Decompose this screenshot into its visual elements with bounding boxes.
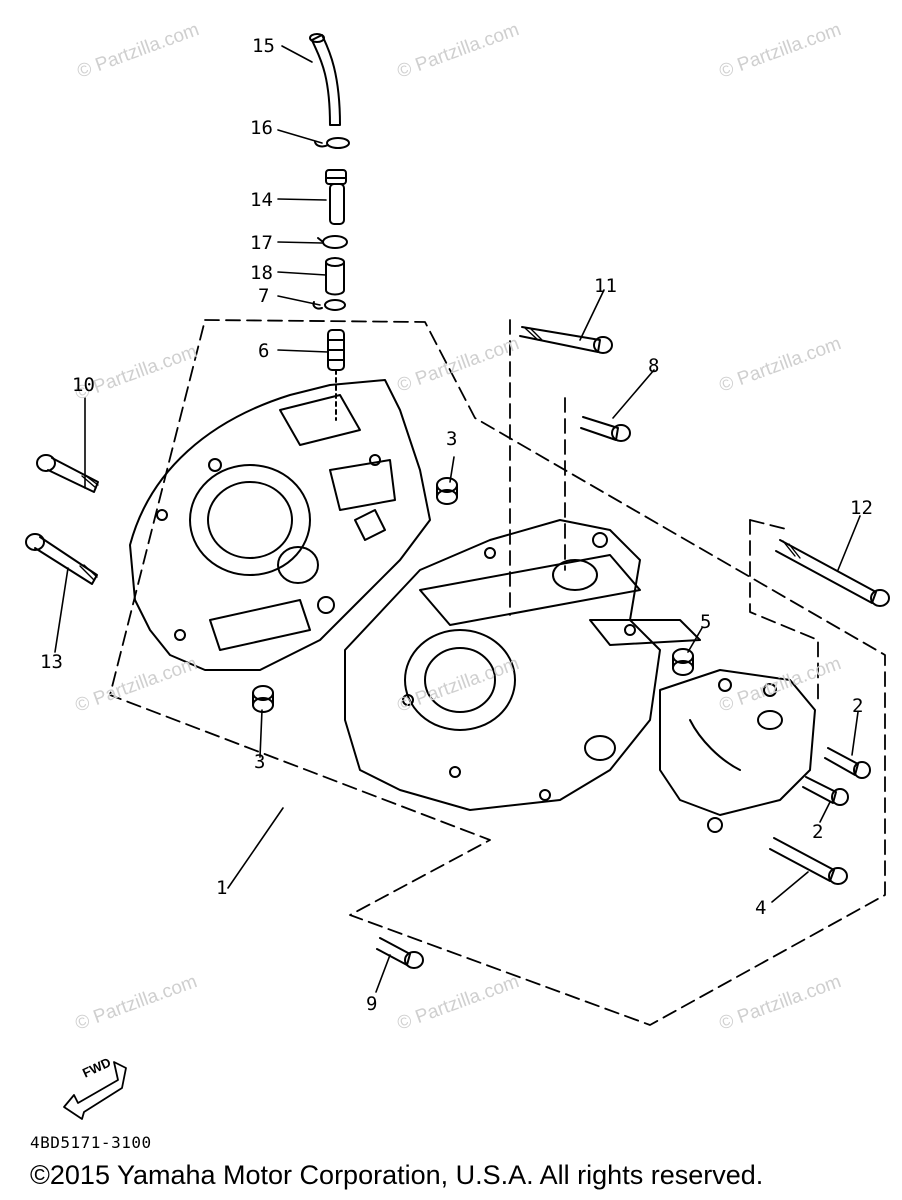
dowel-3-upper xyxy=(436,477,458,505)
watermark: © Partzilla.com xyxy=(717,653,844,717)
diagram-code: 4BD5171-3100 xyxy=(30,1133,152,1152)
bolt-10 xyxy=(36,454,99,493)
part-label: 6 xyxy=(258,340,269,362)
left-crankcase xyxy=(129,379,431,671)
clamp-part xyxy=(317,235,348,249)
bolt-9 xyxy=(376,937,424,969)
assembly-outline xyxy=(109,319,886,1026)
part-label: 13 xyxy=(40,651,63,673)
right-crankcase xyxy=(344,519,701,811)
watermark: © Partzilla.com xyxy=(73,971,200,1035)
hose-part xyxy=(309,33,341,126)
case-cover xyxy=(659,669,816,833)
watermark: © Partzilla.com xyxy=(717,333,844,397)
watermark: © Partzilla.com xyxy=(395,19,522,83)
fitting-part xyxy=(325,169,347,225)
part-label: 3 xyxy=(254,751,265,773)
part-label: 12 xyxy=(850,497,873,519)
watermark: © Partzilla.com xyxy=(395,333,522,397)
clip-part-16 xyxy=(314,137,350,149)
part-label: 11 xyxy=(594,275,617,297)
watermark: © Partzilla.com xyxy=(395,653,522,717)
watermark: © Partzilla.com xyxy=(717,971,844,1035)
part-label: 15 xyxy=(252,35,275,57)
part-label: 14 xyxy=(250,189,273,211)
bolt-13 xyxy=(25,533,98,585)
part-label: 17 xyxy=(250,232,273,254)
part-label: 8 xyxy=(648,355,659,377)
part-label: 2 xyxy=(852,695,863,717)
part-label: 4 xyxy=(755,897,766,919)
part-label: 2 xyxy=(812,821,823,843)
fwd-arrow-icon xyxy=(63,1061,127,1120)
bolt-4 xyxy=(769,837,848,885)
part-label: 7 xyxy=(258,285,269,307)
part-label: 18 xyxy=(250,262,273,284)
bolt-8 xyxy=(580,416,631,442)
dowel-3-lower xyxy=(252,685,274,713)
copyright-notice: ©2015 Yamaha Motor Corporation, U.S.A. A… xyxy=(30,1160,764,1190)
breather-fitting-part xyxy=(327,329,345,421)
part-label: 10 xyxy=(72,374,95,396)
watermarks: © Partzilla.com © Partzilla.com © Partzi… xyxy=(73,19,844,1035)
watermark: © Partzilla.com xyxy=(717,19,844,83)
leader-lines xyxy=(54,45,861,993)
dowel-5 xyxy=(672,648,694,676)
part-label: 16 xyxy=(250,117,273,139)
watermark: © Partzilla.com xyxy=(395,971,522,1035)
part-labels: 15 16 14 17 18 7 6 10 11 8 3 12 13 5 2 3… xyxy=(40,35,873,1015)
watermark: © Partzilla.com xyxy=(73,653,200,717)
bolt-12 xyxy=(775,539,890,607)
bolt-11 xyxy=(519,326,613,354)
part-label: 5 xyxy=(700,611,711,633)
bolt-2b xyxy=(802,776,849,806)
part-label: 9 xyxy=(366,993,377,1015)
bolt-2a xyxy=(824,747,871,779)
watermark: © Partzilla.com xyxy=(75,19,202,83)
part-label: 1 xyxy=(216,877,227,899)
part-label: 3 xyxy=(446,428,457,450)
sleeve-part xyxy=(325,257,345,296)
